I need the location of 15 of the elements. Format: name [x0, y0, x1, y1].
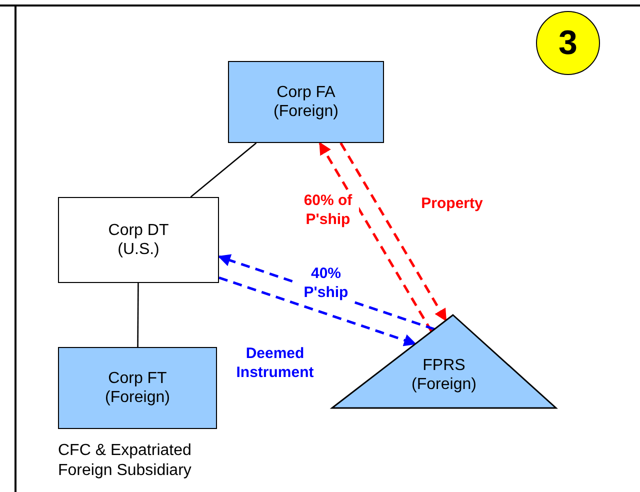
dashed-arrow [218, 276, 417, 346]
partnership-triangle [332, 315, 556, 408]
dashed-arrow [318, 142, 433, 332]
node-caption: CFC & Expatriated Foreign Subsidiary [58, 441, 192, 481]
connector-line [137, 283, 139, 347]
entity-name: Corp FA (Foreign) [272, 83, 340, 121]
entity-name: FPRS (Foreign) [410, 356, 478, 394]
entity-name: Corp FT (Foreign) [104, 369, 171, 407]
step-number: 3 [558, 25, 578, 61]
entity-box [58, 347, 217, 429]
entity-box [58, 197, 219, 283]
entity-box [228, 61, 384, 143]
connector-line [190, 142, 257, 198]
dashed-arrow [340, 142, 447, 322]
entity-name: Corp DT (U.S.) [107, 221, 170, 259]
